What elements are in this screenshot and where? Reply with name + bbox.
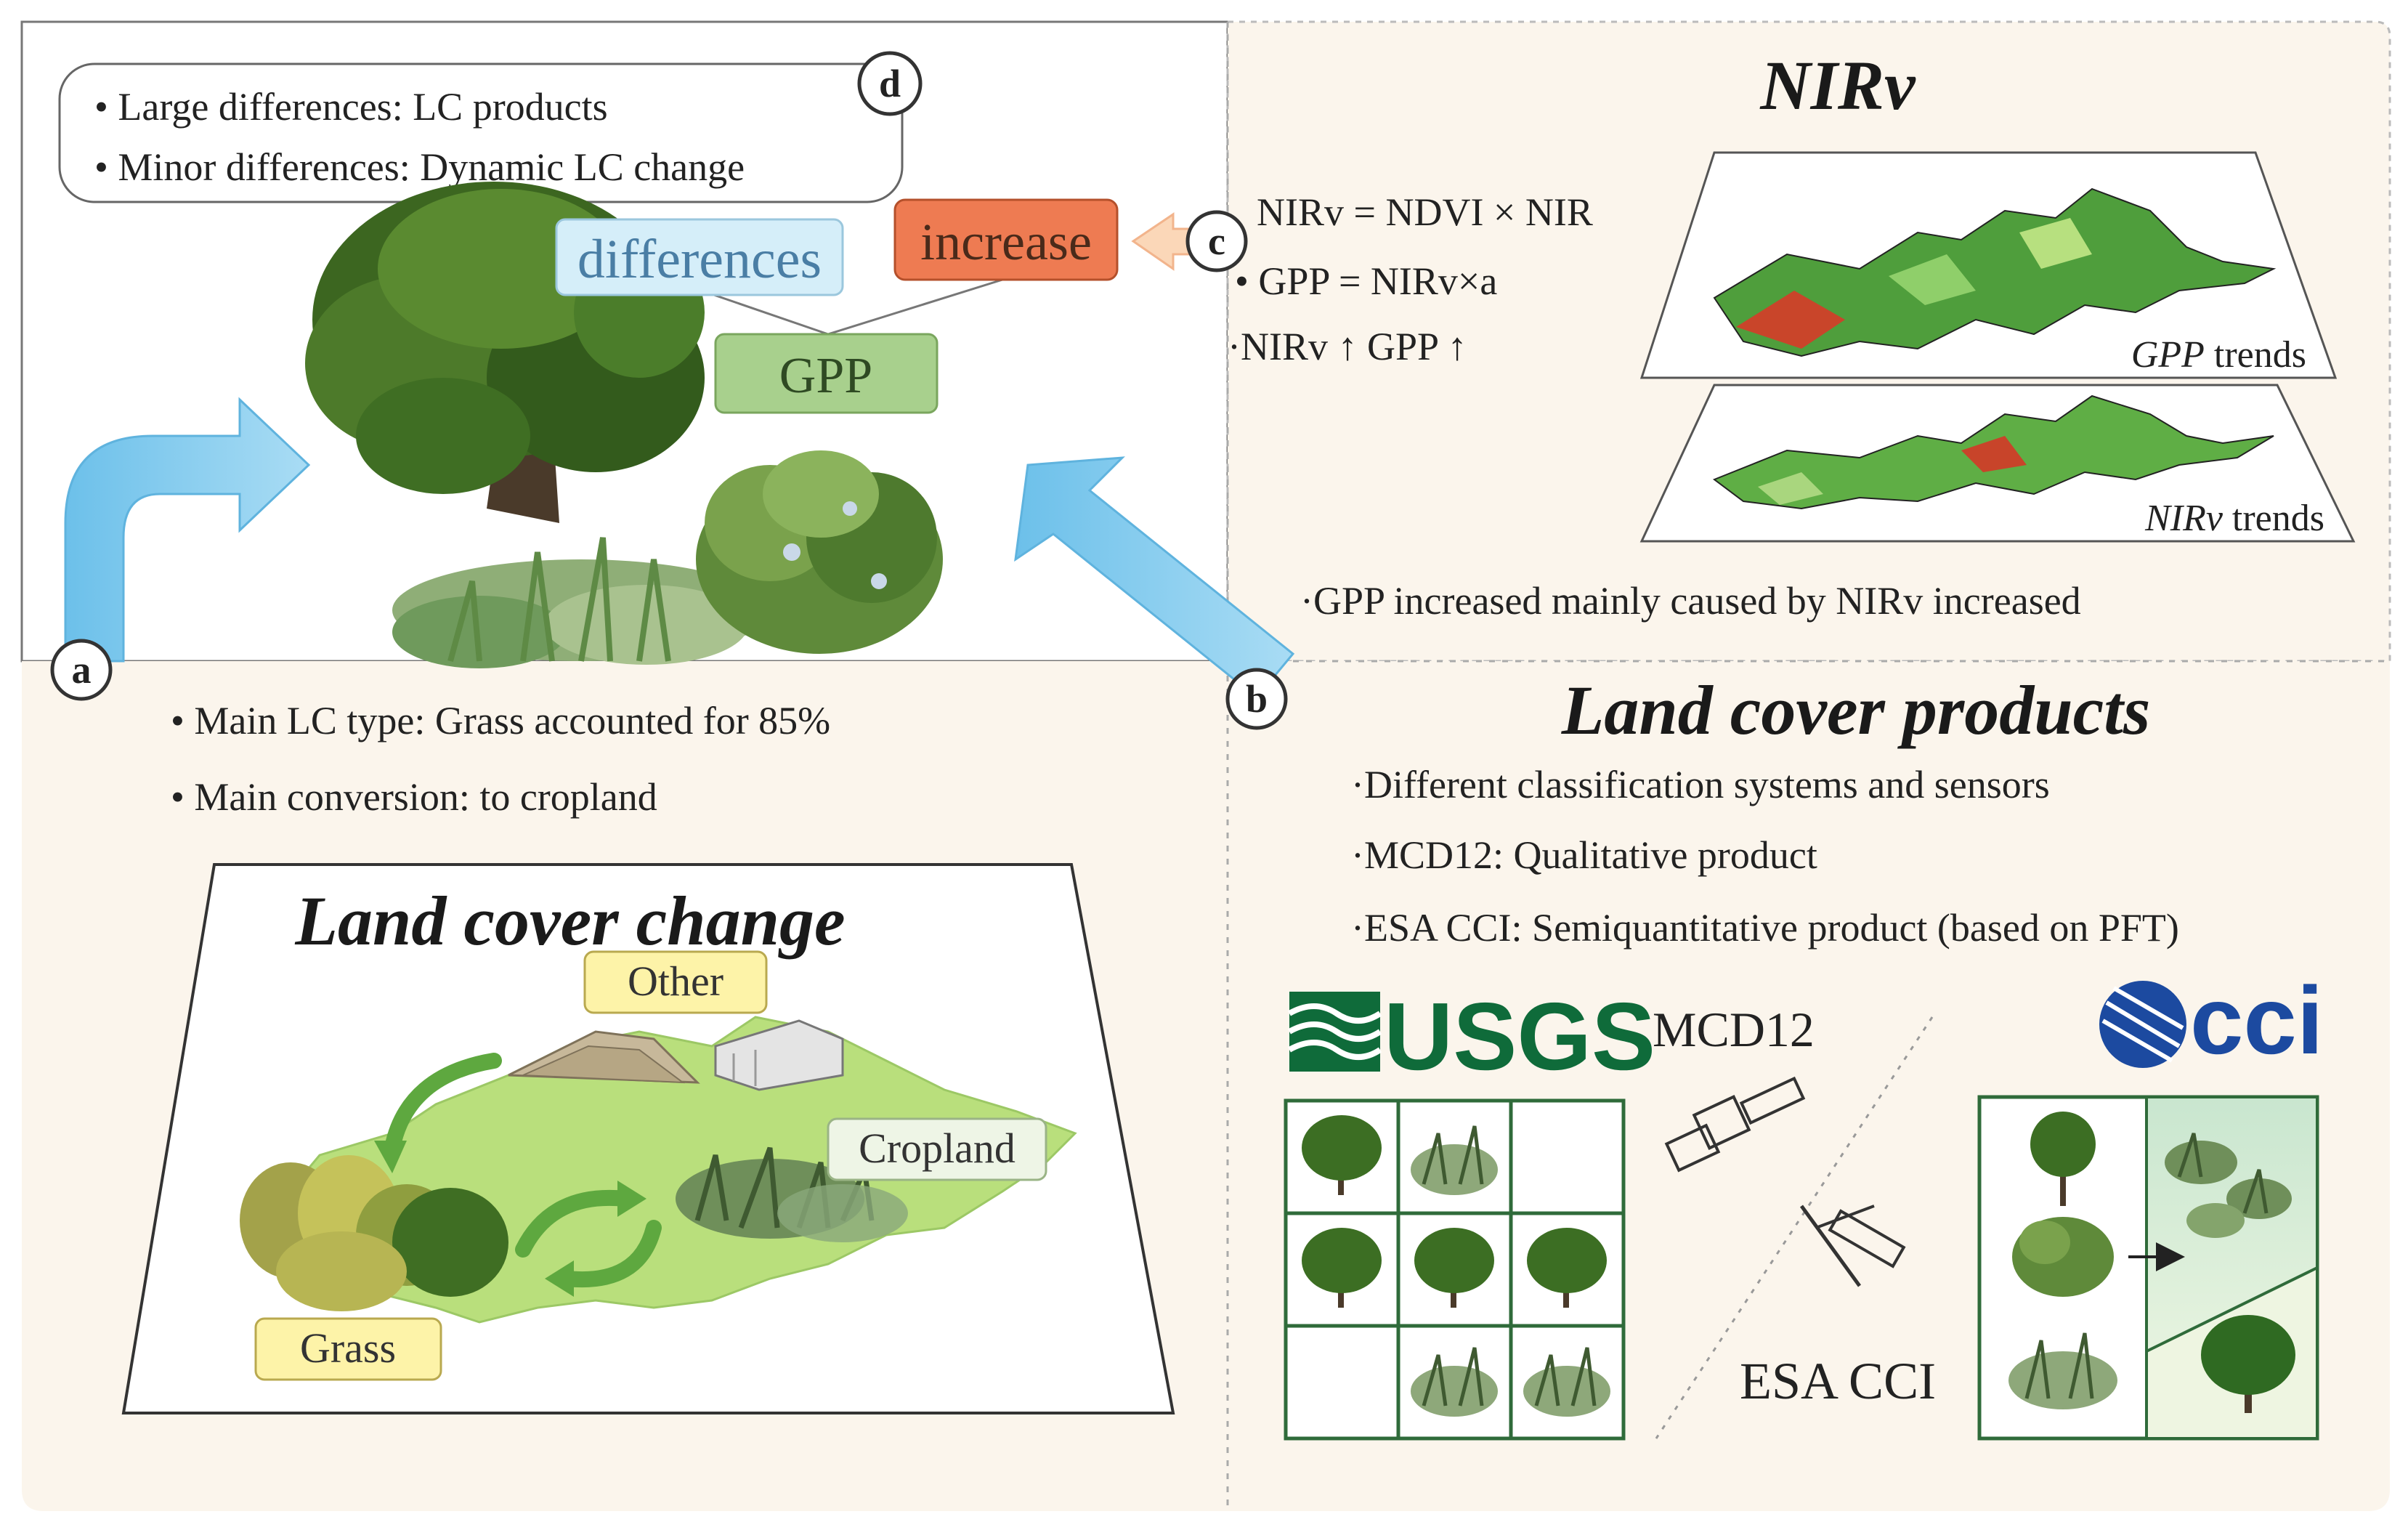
gpp-box bbox=[714, 333, 939, 414]
grid-grass-2 bbox=[1411, 1347, 1498, 1417]
label-c-circle bbox=[1185, 210, 1248, 272]
esa-grass bbox=[2008, 1332, 2117, 1409]
cci-logo: cci bbox=[2099, 967, 2324, 1074]
satellite-esa-icon bbox=[1799, 1205, 1906, 1287]
other-label-box bbox=[583, 950, 768, 1014]
center-concepts: differences increase GPP bbox=[555, 198, 1119, 414]
nirv-title: NIRv bbox=[1759, 46, 1916, 124]
esa-cci-label: ESA CCI bbox=[1740, 1352, 1936, 1410]
lc-products-line-2: ·MCD12: Qualitative product bbox=[1351, 833, 1817, 877]
cropland-label-box bbox=[827, 1117, 1047, 1181]
usgs-text: USGS bbox=[1384, 983, 1655, 1090]
arrow-b: b bbox=[1014, 456, 1295, 730]
products-divider bbox=[1655, 1016, 1934, 1439]
arrow-a-shape bbox=[64, 397, 311, 663]
grass-label-box bbox=[254, 1317, 442, 1381]
mcd12-grid bbox=[1284, 1098, 1626, 1441]
cci-text: cci bbox=[2190, 967, 2324, 1074]
increase-box bbox=[893, 198, 1119, 281]
differences-box bbox=[555, 218, 844, 296]
grass-shrubs-illustration bbox=[240, 1155, 508, 1311]
esa-cci-panel bbox=[1977, 1095, 2319, 1441]
lc-change-bullet-1: • Main LC type: Grass accounted for 85% bbox=[171, 699, 830, 742]
lc-change-bullet-2: • Main conversion: to cropland bbox=[171, 775, 657, 819]
arrow-a: a bbox=[50, 397, 311, 701]
arrow-grass-to-cropland bbox=[515, 1189, 633, 1258]
esa-tree-1 bbox=[2030, 1112, 2096, 1206]
lc-products-line-3: ·ESA CCI: Semiquantitative product (base… bbox=[1351, 906, 2179, 950]
lc-change-panel: • Main LC type: Grass accounted for 85% … bbox=[121, 699, 1175, 1414]
label-a: a bbox=[72, 648, 92, 692]
panel-d-bullet-1: • Large differences: LC products bbox=[94, 85, 608, 129]
esa-shrub bbox=[2012, 1217, 2114, 1297]
nirv-trends-label: NIRv trends bbox=[2144, 498, 2324, 539]
lc-products-line-1: ·Different classification systems and se… bbox=[1351, 763, 2050, 806]
label-a-circle bbox=[50, 639, 113, 701]
lc-products-title: Land cover products bbox=[1561, 671, 2151, 749]
arrow-c: c bbox=[1131, 210, 1248, 272]
nirv-panel: NIRv NIRv = NDVI × NIR • GPP = NIRv×a ·N… bbox=[1228, 46, 2356, 623]
grid-tree-1 bbox=[1302, 1115, 1382, 1195]
connector-increase-gpp bbox=[827, 278, 1003, 336]
grid-grass-1 bbox=[1411, 1125, 1498, 1195]
label-d-circle bbox=[857, 51, 923, 116]
label-b-circle bbox=[1225, 668, 1288, 730]
esa-mixed-grass bbox=[2165, 1133, 2292, 1238]
gpp-trends-label: GPP trends bbox=[2131, 334, 2306, 376]
panel-d: • Large differences: LC products • Minor… bbox=[58, 51, 923, 203]
grid-tree-3 bbox=[1414, 1228, 1494, 1308]
grid-grass-3 bbox=[1523, 1347, 1610, 1417]
nirv-gpp-relation: ·NIRv ↑ GPP ↑ bbox=[1228, 325, 1467, 368]
other-label: Other bbox=[628, 958, 723, 1005]
grid-tree-2 bbox=[1302, 1228, 1382, 1308]
arrow-cropland-to-grass bbox=[559, 1220, 662, 1288]
label-b: b bbox=[1246, 677, 1268, 721]
gpp-label: GPP bbox=[779, 348, 872, 404]
mcd12-label: MCD12 bbox=[1653, 1002, 1815, 1057]
gpp-trends-map bbox=[1713, 187, 2277, 357]
panel-d-bullet-2: • Minor differences: Dynamic LC change bbox=[94, 145, 745, 189]
nirv-formula: NIRv = NDVI × NIR bbox=[1257, 190, 1593, 234]
conversion-arrows bbox=[374, 1053, 662, 1297]
connector-differences-gpp bbox=[711, 293, 829, 336]
nirv-conclusion: ·GPP increased mainly caused by NIRv inc… bbox=[1300, 579, 2081, 623]
label-d: d bbox=[879, 62, 901, 105]
gpp-formula: • GPP = NIRv×a bbox=[1235, 259, 1497, 303]
lc-change-title: Land cover change bbox=[294, 882, 845, 960]
increase-label: increase bbox=[920, 213, 1092, 271]
other-illustration bbox=[508, 1019, 844, 1091]
cropland-label: Cropland bbox=[859, 1125, 1016, 1172]
shrub-illustration bbox=[696, 450, 943, 654]
lc-products-panel: Land cover products ·Different classific… bbox=[1284, 671, 2324, 1441]
grass-label: Grass bbox=[300, 1324, 396, 1372]
usgs-logo: USGS bbox=[1288, 983, 1655, 1090]
satellite-mcd12-icon bbox=[1664, 1076, 1806, 1173]
label-c: c bbox=[1208, 219, 1225, 263]
grass-illustration bbox=[392, 537, 770, 668]
cropland-illustration bbox=[676, 1146, 908, 1242]
grid-tree-4 bbox=[1527, 1228, 1607, 1308]
arrow-other-to-grass bbox=[384, 1053, 502, 1156]
differences-label: differences bbox=[577, 229, 822, 290]
esa-tree-2 bbox=[2201, 1315, 2295, 1413]
